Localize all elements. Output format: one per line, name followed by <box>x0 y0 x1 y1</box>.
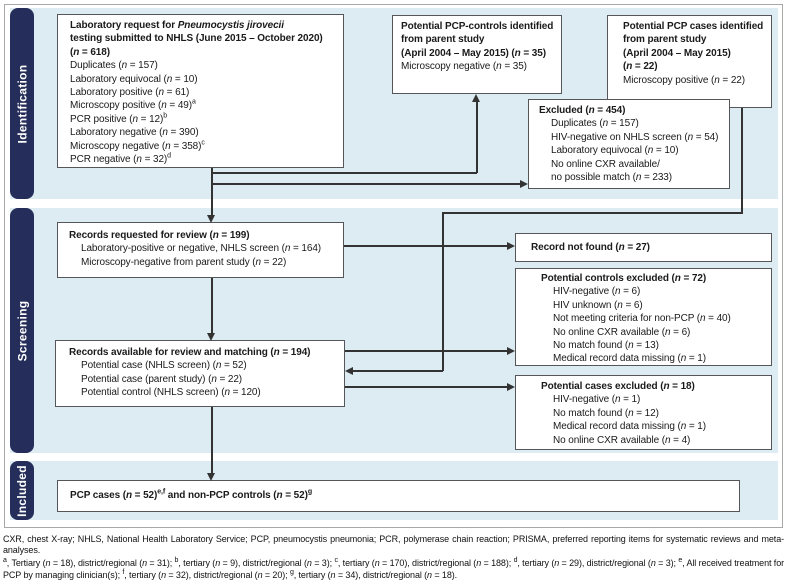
flow-line <box>741 108 743 214</box>
text-line: Potential PCP cases identified <box>623 21 764 32</box>
text-line: HIV-negative (n = 1) <box>553 394 641 406</box>
text-line: Not meeting criteria for non-PCP (n = 40… <box>553 313 731 325</box>
flow-line <box>476 101 478 173</box>
box-record-not-found: Record not found (n = 27) <box>515 233 772 262</box>
text-line: Potential control (NHLS screen) (n = 120… <box>81 387 261 399</box>
figure-footnotes: CXR, chest X-ray; NHLS, National Health … <box>3 534 784 583</box>
text-line: (April 2004 – May 2015) (n = 35) <box>401 47 546 59</box>
flow-line <box>212 172 477 174</box>
box-pcp-cases: Potential PCP cases identified from paren… <box>607 15 772 108</box>
text-line: Laboratory negative (n = 390) <box>70 127 199 139</box>
text-line: (April 2004 – May 2015) <box>623 47 731 59</box>
flow-line <box>352 370 443 372</box>
superscript-notes: a, Tertiary (n = 18), district/regional … <box>3 557 784 580</box>
arrow-down-icon <box>207 333 215 341</box>
text-line: PCR positive (n = 12)b <box>70 112 168 125</box>
text-line: (n = 618) <box>70 46 110 58</box>
flow-line <box>442 213 444 371</box>
text-line: no possible match (n = 233) <box>551 172 672 184</box>
arrow-right-icon <box>520 180 528 188</box>
included-stage-label: Included <box>10 461 34 520</box>
identification-stage-label: Identification <box>10 8 34 199</box>
text-line: Laboratory equivocal (n = 10) <box>70 73 198 85</box>
stage-label-text: Identification <box>15 64 29 143</box>
text-line: Records available for review and matchin… <box>69 347 311 358</box>
flow-line <box>212 183 520 185</box>
text-line: Potential case (NHLS screen) (n = 52) <box>81 360 247 372</box>
text-line: Duplicates (n = 157) <box>551 118 639 130</box>
arrow-left-icon <box>345 367 353 375</box>
text-line: No online CXR available (n = 6) <box>553 326 691 338</box>
text-line: Excluded (n = 454) <box>539 105 626 116</box>
text-line: No match found (n = 12) <box>553 407 659 419</box>
box-pcp-controls: Potential PCP-controls identified from pa… <box>392 15 562 94</box>
text-line: Microscopy positive (n = 22) <box>623 74 745 86</box>
box-cases-excluded: Potential cases excluded (n = 18) HIV-neg… <box>515 375 772 450</box>
box-records-available: Records available for review and matchin… <box>55 340 345 407</box>
arrow-right-icon <box>507 242 515 250</box>
text-line: PCR negative (n = 32)d <box>70 152 171 166</box>
screening-stage-label: Screening <box>10 208 34 453</box>
box-records-requested: Records requested for review (n = 199) La… <box>57 222 344 278</box>
text-line: No online CXR available (n = 4) <box>553 434 691 446</box>
flow-line <box>345 386 507 388</box>
text-line: Records requested for review (n = 199) <box>69 230 250 241</box>
box-lab-request: Laboratory request for Pneumocystis jiro… <box>57 14 344 168</box>
text-line: Microscopy negative (n = 35) <box>401 61 527 73</box>
text-line: Record not found (n = 27) <box>531 241 650 253</box>
text-line: Laboratory equivocal (n = 10) <box>551 145 679 157</box>
text-line: PCP cases (n = 52)e,f and non-PCP contro… <box>70 488 312 502</box>
flow-line <box>211 278 213 333</box>
arrow-down-icon <box>207 215 215 223</box>
text-line: Medical record data missing (n = 1) <box>553 353 706 365</box>
box-excluded: Excluded (n = 454) Duplicates (n = 157)HI… <box>528 99 730 189</box>
flow-line <box>344 245 507 247</box>
text-line: (n = 22) <box>623 61 658 73</box>
box-controls-excluded: Potential controls excluded (n = 72) HIV-… <box>515 268 772 366</box>
text-line: Laboratory request for Pneumocystis jiro… <box>70 20 284 31</box>
arrow-up-icon <box>472 94 480 102</box>
text-line: No online CXR available/ <box>551 158 660 170</box>
abbreviations-note: CXR, chest X-ray; NHLS, National Health … <box>3 534 784 556</box>
text-line: Potential case (parent study) (n = 22) <box>81 373 243 385</box>
text-line: Laboratory positive (n = 61) <box>70 87 190 99</box>
flow-line <box>211 407 213 473</box>
stage-label-text: Included <box>15 464 29 517</box>
arrow-down-icon <box>207 473 215 481</box>
text-line: Medical record data missing (n = 1) <box>553 421 706 433</box>
stage-label-text: Screening <box>15 300 30 361</box>
text-line: HIV-negative (n = 6) <box>553 286 641 298</box>
text-line: Microscopy positive (n = 49)a <box>70 99 196 112</box>
text-line: Potential controls excluded (n = 72) <box>541 273 707 284</box>
text-line: HIV unknown (n = 6) <box>553 299 643 311</box>
flow-line <box>211 168 213 215</box>
arrow-right-icon <box>507 347 515 355</box>
text-line: Laboratory-positive or negative, NHLS sc… <box>81 243 322 255</box>
box-included-final: PCP cases (n = 52)e,f and non-PCP contro… <box>57 480 740 512</box>
text-line: from parent study <box>623 34 707 46</box>
flow-line <box>345 350 507 352</box>
arrow-right-icon <box>507 383 515 391</box>
text-line: Potential PCP-controls identified <box>401 21 554 32</box>
text-line: Duplicates (n = 157) <box>70 60 158 72</box>
flow-line <box>442 212 742 214</box>
text-line: from parent study <box>401 34 485 46</box>
text-line: No match found (n = 13) <box>553 340 659 352</box>
text-line: Microscopy-negative from parent study (n… <box>81 256 287 268</box>
text-line: testing submitted to NHLS (June 2015 – O… <box>70 33 323 45</box>
text-line: HIV-negative on NHLS screen (n = 54) <box>551 131 719 143</box>
text-line: Potential cases excluded (n = 18) <box>541 381 695 392</box>
text-line: Microscopy negative (n = 358)c <box>70 139 205 152</box>
